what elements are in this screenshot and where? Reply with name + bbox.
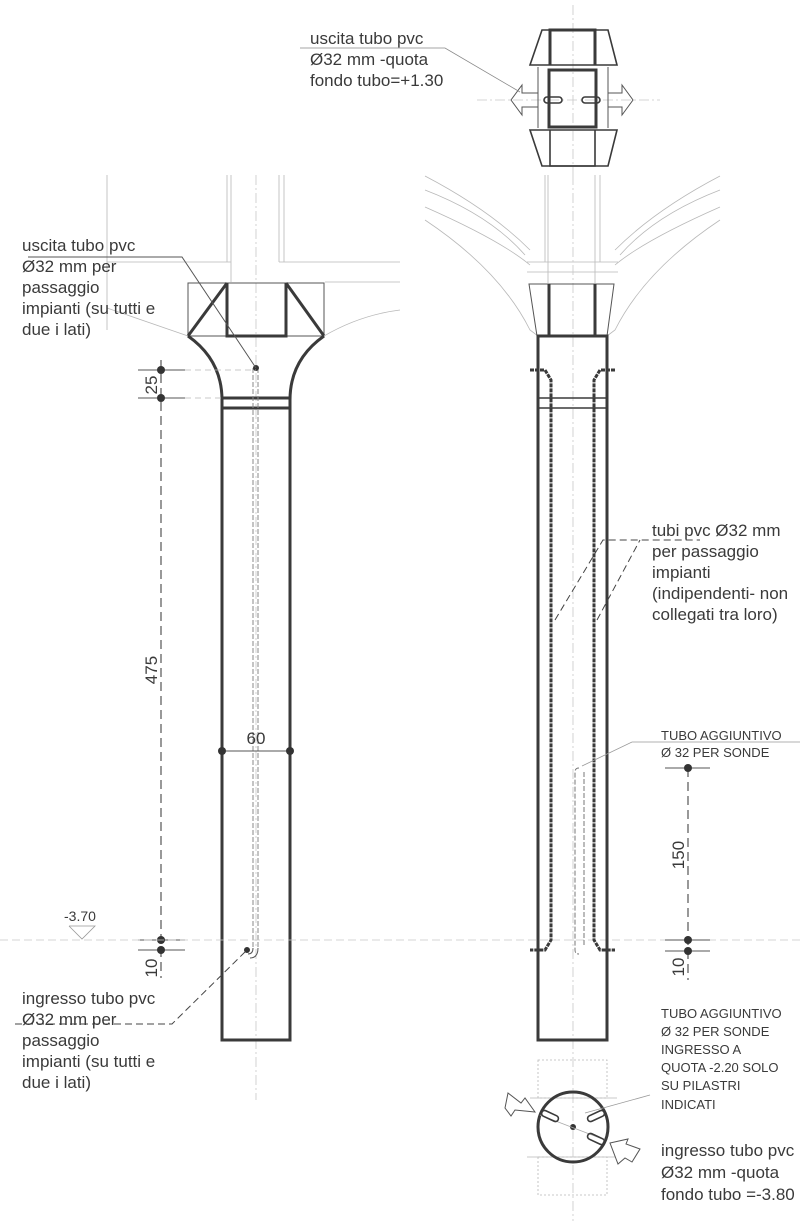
left-inlet-label-line-1: ingresso tubo pvc [22,989,156,1008]
left-outlet-label-line-1: uscita tubo pvc [22,236,136,255]
pipes-label-line-5: collegati tra loro) [652,605,778,624]
dim-width-60: 60 [247,729,266,748]
probe-note-line-4: QUOTA -2.20 SOLO [661,1060,779,1075]
left-inlet-label-line-5: due i lati) [22,1073,91,1092]
left-outlet-label-line-5: due i lati) [22,320,91,339]
probe-note-line-2: Ø 32 PER SONDE [661,1024,770,1039]
outlet-arrow-left-icon [510,83,539,117]
dim-bottom-10: 10 [142,959,161,978]
left-outlet-label-line-3: passaggio [22,278,100,297]
bottom-plan-section: TUBO AGGIUNTIVO Ø 32 PER SONDE INGRESSO … [504,1006,795,1204]
left-elevation: uscita tubo pvc Ø32 mm per passaggio imp… [0,175,800,1100]
outlet-arrow-right-icon [607,83,634,117]
top-detail-label-line-3: fondo tubo=+1.30 [310,71,443,90]
dim-height-475: 475 [142,656,161,684]
probe-note-line-3: INGRESSO A [661,1042,742,1057]
probe-note-line-5: SU PILASTRI [661,1078,740,1093]
left-inlet-label-line-3: passaggio [22,1031,100,1050]
right-elevation: tubi pvc Ø32 mm per passaggio impianti (… [424,175,800,1221]
top-plan-detail: uscita tubo pvc Ø32 mm -quota fondo tubo… [300,5,660,175]
left-inlet-label-line-2: Ø32 mm per [22,1010,117,1029]
inlet-arrow-left-icon [504,1092,537,1117]
top-detail-label-line-2: Ø32 mm -quota [310,50,429,69]
pipes-label-line-3: impianti [652,563,711,582]
left-outlet-label-line-2: Ø32 mm per [22,257,117,276]
bottom-inlet-label-line-2: Ø32 mm -quota [661,1163,780,1182]
dim-right-bottom-10: 10 [669,958,688,977]
level-mark-3-70: -3.70 [64,908,96,924]
left-outlet-label-line-4: impianti (su tutti e [22,299,155,318]
top-detail-label-line-1: uscita tubo pvc [310,29,424,48]
pipes-label-line-4: (indipendenti- non [652,584,788,603]
probe-note-line-6: INDICATI [661,1097,716,1112]
bottom-inlet-label-line-1: ingresso tubo pvc [661,1141,795,1160]
probe-label-line-1: TUBO AGGIUNTIVO [661,728,782,743]
pipes-label-line-2: per passaggio [652,542,759,561]
probe-label-line-2: Ø 32 PER SONDE [661,745,770,760]
dim-probe-150: 150 [669,841,688,869]
probe-note-line-1: TUBO AGGIUNTIVO [661,1006,782,1021]
bottom-inlet-label-line-3: fondo tubo =-3.80 [661,1185,795,1204]
inlet-arrow-right-icon [609,1138,641,1165]
dim-top-25: 25 [142,376,161,395]
left-inlet-label-line-4: impianti (su tutti e [22,1052,155,1071]
pipes-label-line-1: tubi pvc Ø32 mm [652,521,781,540]
